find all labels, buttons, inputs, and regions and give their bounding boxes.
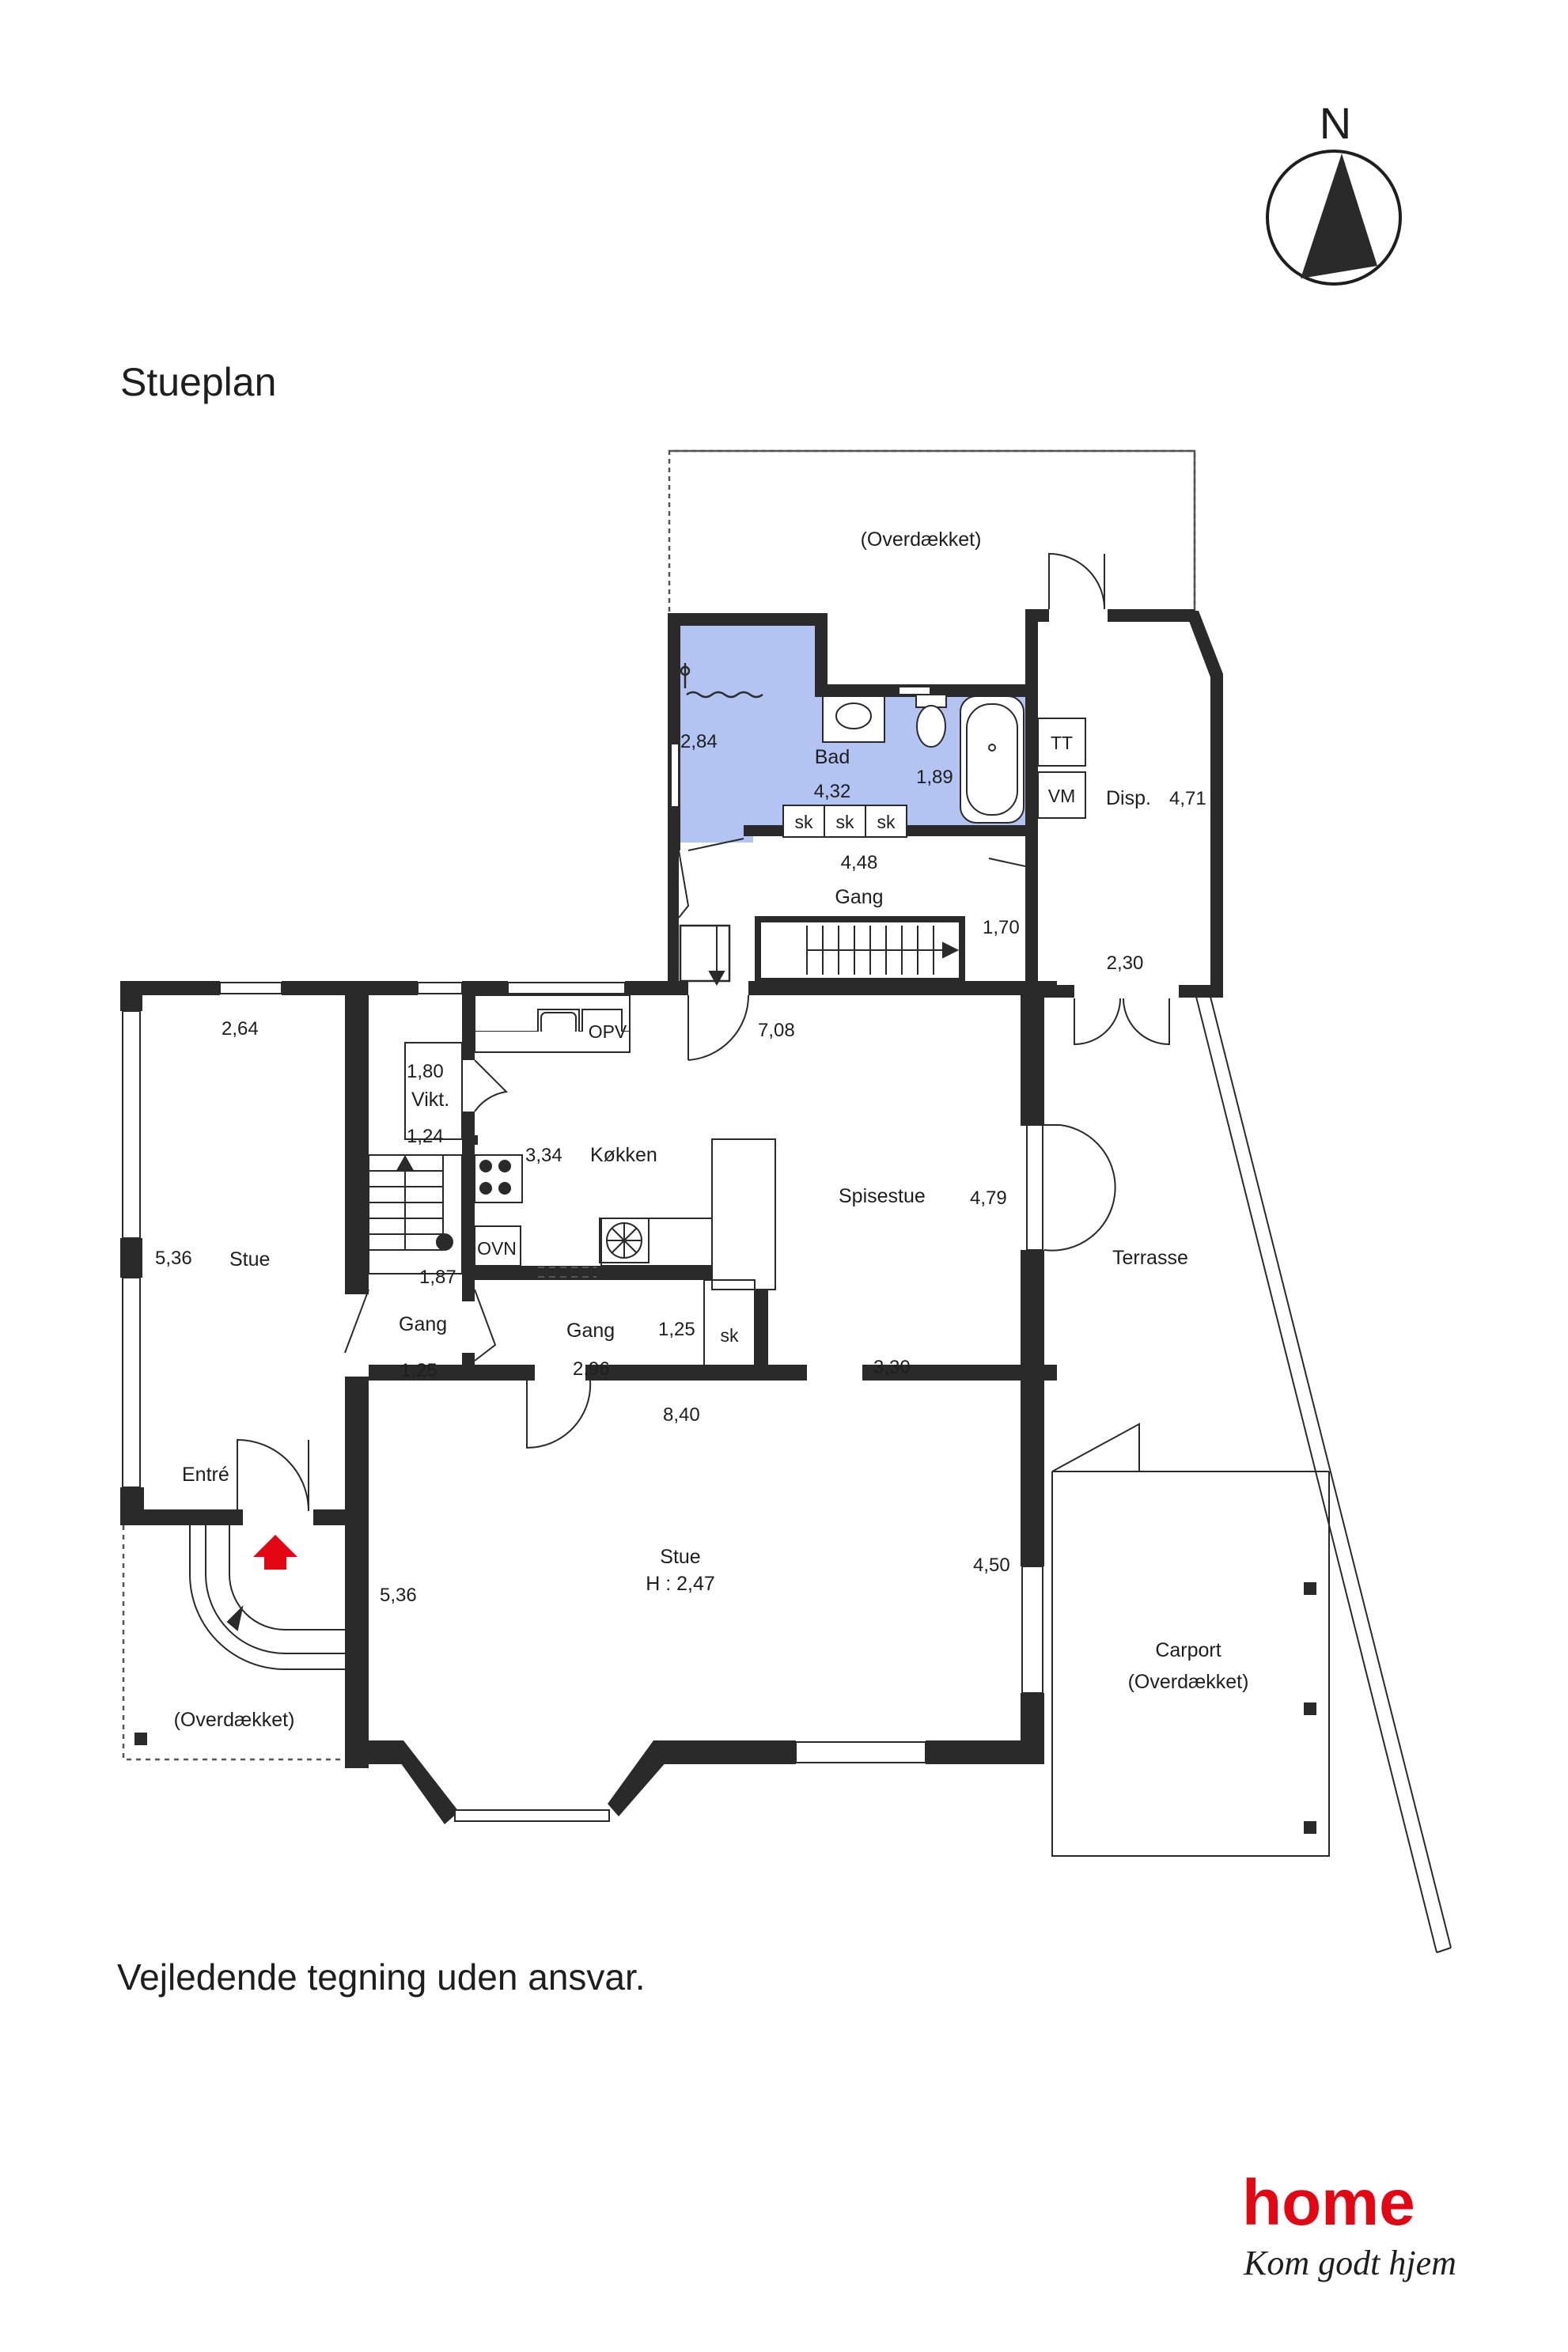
gang-left-label: Gang [399, 1313, 447, 1335]
entrance-ramp [189, 1523, 345, 1670]
disclaimer: Vejledende tegning uden ansvar. [117, 1956, 646, 1998]
post [134, 1733, 147, 1745]
compass-north-icon: N [1266, 98, 1402, 286]
carport-covered-label: (Overdækket) [1128, 1671, 1249, 1693]
fan-icon [599, 1218, 650, 1263]
covered-top-label: (Overdækket) [861, 528, 982, 551]
bad-width: 4,32 [814, 781, 851, 802]
vm-label: VM [1048, 786, 1076, 806]
gang-left-width: 1,25 [400, 1360, 437, 1381]
kokken-label: Køkken [590, 1144, 657, 1166]
kokken-width: 3,34 [525, 1145, 562, 1166]
disp-label: Disp. [1106, 787, 1151, 809]
stue-left-label: Stue [229, 1248, 270, 1271]
brand-name: home [1242, 2168, 1415, 2239]
sk-3: sk [877, 812, 896, 832]
spisestue-label: Spisestue [839, 1185, 926, 1207]
gang-height: 1,70 [983, 917, 1020, 938]
ovn-label: OVN [477, 1238, 517, 1259]
disp-height: 4,71 [1169, 788, 1206, 809]
entrance-arrow-icon [253, 1535, 297, 1570]
covered-entry-label: (Overdækket) [174, 1709, 295, 1731]
compass-label: N [1320, 98, 1351, 148]
gang-mid-width: 2,96 [573, 1358, 610, 1380]
brand-logo: home Kom godt hjem [1242, 2168, 1456, 2282]
stair-width: 1,87 [419, 1267, 456, 1288]
bad-height: 2,84 [680, 731, 718, 752]
toilet-icon [915, 694, 947, 748]
laundry-machines [1037, 718, 1086, 819]
gang-width: 4,48 [841, 852, 878, 873]
bad-label: Bad [815, 746, 850, 768]
stove-icon [479, 1160, 511, 1195]
disp-width: 2,30 [1107, 953, 1144, 974]
stue-width: 8,40 [663, 1404, 700, 1426]
doors [237, 552, 1170, 1524]
page-title: Stueplan [120, 360, 277, 404]
gang-mid-label: Gang [566, 1320, 615, 1342]
opv-label: OPV [589, 1021, 627, 1042]
shower-icon [680, 663, 763, 699]
windows [122, 686, 1043, 1822]
stue-left-width: 2,64 [222, 1018, 259, 1040]
spis-width: 3,30 [873, 1357, 911, 1378]
terrace-edge [1195, 996, 1452, 1953]
sk-cabinet-mid [703, 1279, 756, 1366]
stue-left-side: 5,36 [380, 1585, 417, 1606]
bad-right: 1,89 [916, 767, 953, 788]
bath-cabinets [782, 805, 907, 838]
vikt-width: 1,24 [407, 1126, 444, 1147]
covered-entry-outline [122, 1525, 345, 1761]
vikt-label: Vikt. [411, 1089, 449, 1111]
kitchen-counters [474, 994, 776, 1290]
tt-label: TT [1051, 733, 1073, 753]
sk-1: sk [795, 812, 814, 832]
carport-label: Carport [1155, 1639, 1221, 1661]
stue-left-height: 5,36 [155, 1248, 192, 1269]
terrasse-label: Terrasse [1112, 1247, 1188, 1269]
bathtub-icon [960, 695, 1025, 824]
sk-2: sk [836, 812, 855, 832]
stue-right-side: 4,50 [973, 1555, 1010, 1576]
top-width: 7,08 [758, 1020, 795, 1041]
stair-left [368, 1154, 463, 1274]
kitchen-dashed [538, 1267, 597, 1278]
stue-main-height: H : 2,47 [646, 1573, 715, 1595]
gang-top-label: Gang [835, 886, 883, 908]
entre-label: Entré [182, 1464, 229, 1486]
brand-tagline: Kom godt hjem [1243, 2244, 1456, 2282]
sk-small-label: sk [721, 1325, 740, 1346]
vikt-height: 1,80 [407, 1061, 444, 1082]
sk-small-width: 1,25 [658, 1319, 695, 1340]
vikt-box [404, 1042, 463, 1140]
stue-main-label: Stue [660, 1546, 700, 1568]
carport-outline [1051, 1471, 1330, 1857]
stair-top [679, 916, 965, 987]
sink-icon [822, 695, 885, 743]
spisestue-height: 4,79 [970, 1187, 1007, 1209]
